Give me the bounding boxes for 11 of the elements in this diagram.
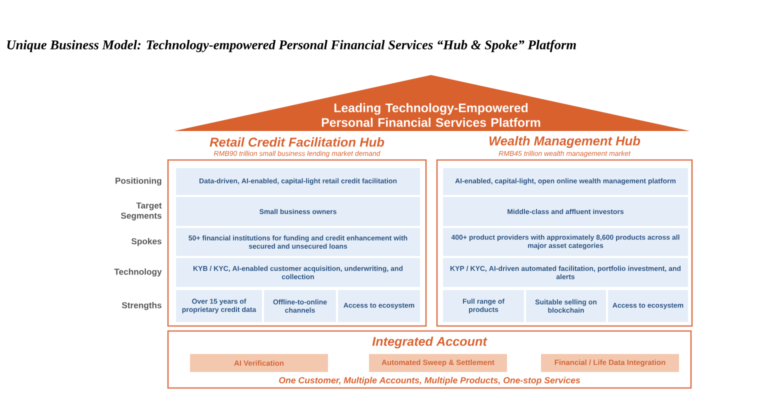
hub-heading: Wealth Management Hub — [489, 136, 640, 148]
title: Unique Business Model: Technology-empowered Personal Financial Services “Hub & Spoke” Platform — [7, 40, 576, 52]
row-label: Spokes — [131, 238, 162, 246]
hub-heading: Retail Credit Facilitation Hub — [210, 137, 384, 147]
row-label: Target Segments — [120, 202, 162, 220]
panel-heading: Integrated Account — [372, 336, 488, 348]
row-label: Positioning — [116, 177, 162, 186]
tagline: One Customer, Multiple Accounts, Multiple Products, One-stop Services — [279, 376, 580, 386]
row-label: Technology — [114, 268, 162, 277]
row-label: Strengths — [122, 302, 162, 310]
roof-banner: Leading Technology-Empowered Personal Financial Services Platform — [174, 75, 690, 131]
